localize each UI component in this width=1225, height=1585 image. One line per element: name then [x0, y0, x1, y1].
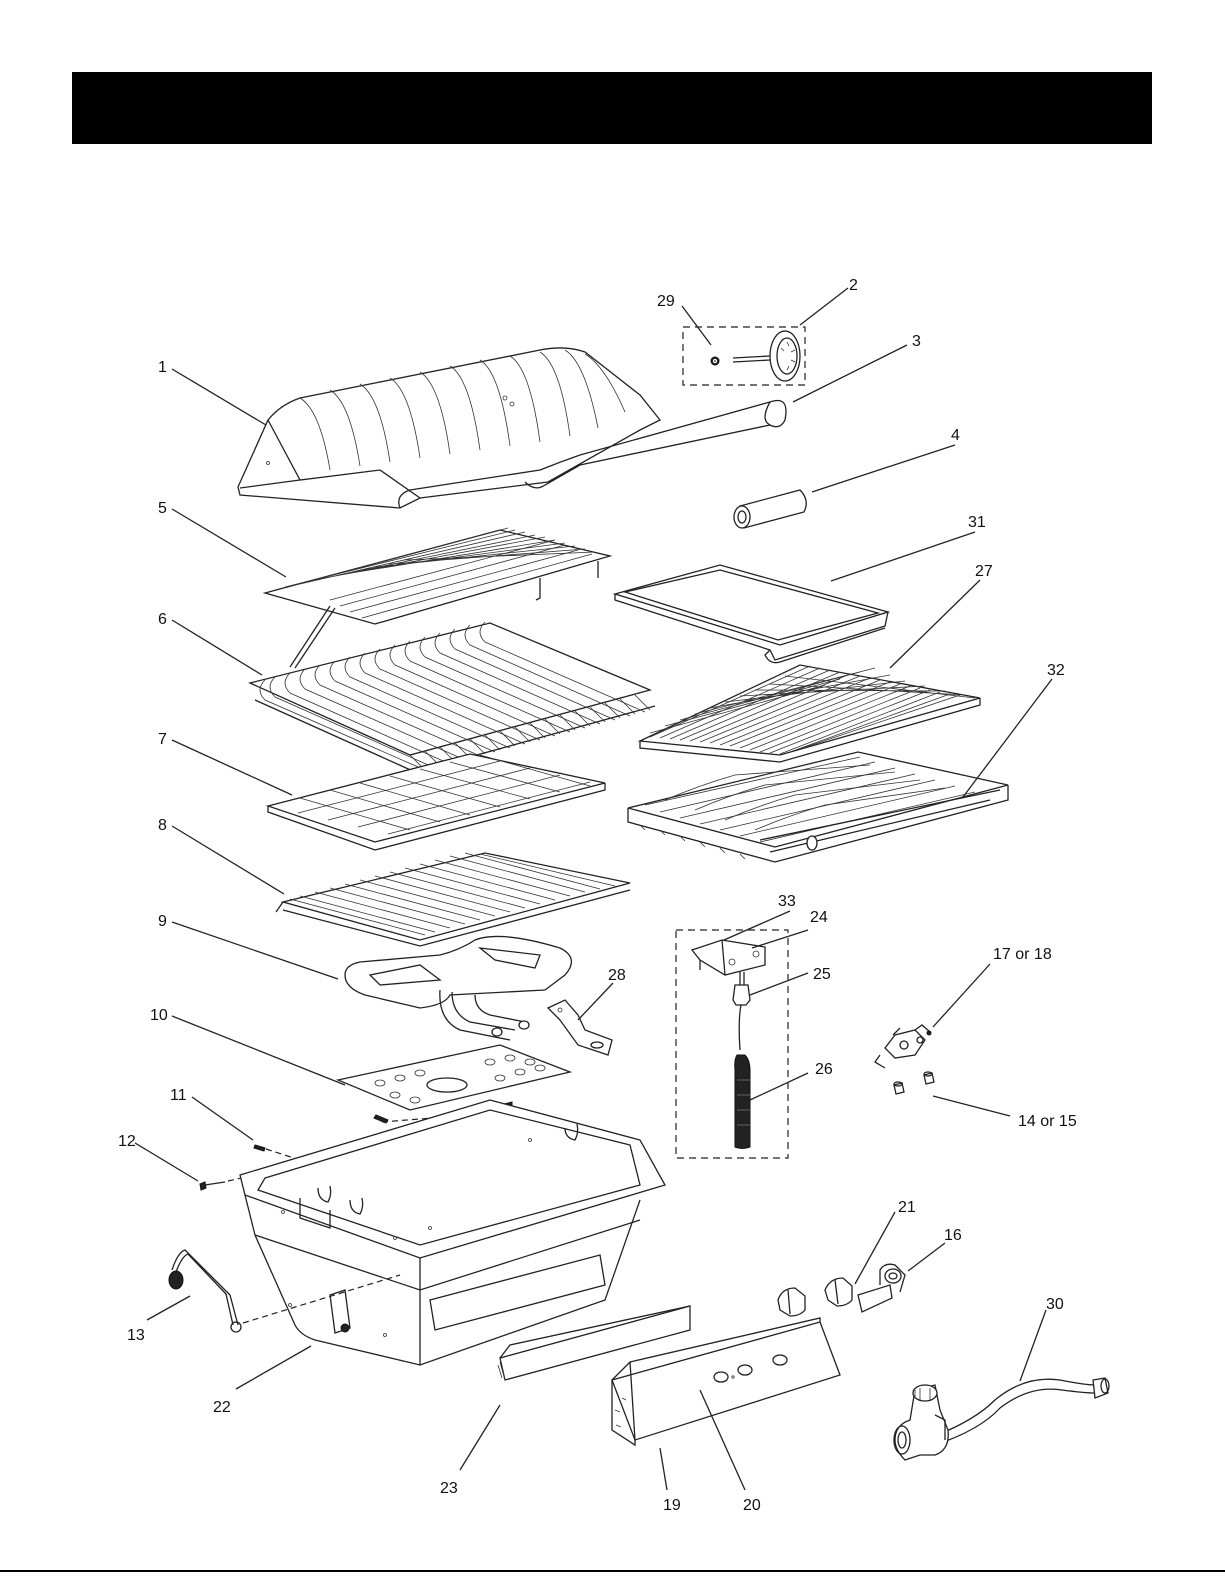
- label-23: 23: [440, 1480, 458, 1497]
- label-10: 10: [150, 1007, 168, 1024]
- label-25: 25: [813, 966, 831, 983]
- label-17-or-18: 17 or 18: [993, 946, 1052, 963]
- bottom-rule: [0, 1570, 1225, 1572]
- label-21: 21: [898, 1199, 916, 1216]
- part-21-control-knobs: [778, 1278, 852, 1316]
- part-16-valve: [858, 1264, 905, 1312]
- label-2: 2: [849, 277, 858, 294]
- label-6: 6: [158, 611, 167, 628]
- label-3: 3: [912, 333, 921, 350]
- label-22: 22: [213, 1399, 231, 1416]
- label-14-or-15: 14 or 15: [1018, 1113, 1077, 1130]
- part-2-29-thermometer-kit: [683, 327, 805, 385]
- label-27: 27: [975, 563, 993, 580]
- part-1-lid: [238, 348, 786, 508]
- label-28: 28: [608, 967, 626, 984]
- label-29: 29: [657, 293, 675, 310]
- label-1: 1: [158, 359, 167, 376]
- label-9: 9: [158, 913, 167, 930]
- part-9-burner: [345, 936, 571, 1040]
- label-33: 33: [778, 893, 796, 910]
- label-26: 26: [815, 1061, 833, 1078]
- part-14-15-orifices: [894, 1072, 934, 1094]
- label-19: 19: [663, 1497, 681, 1514]
- label-5: 5: [158, 500, 167, 517]
- part-8-rock-grate: [276, 853, 630, 946]
- label-11: 11: [170, 1087, 187, 1104]
- part-32-heat-plate-frame: [628, 752, 1008, 862]
- part-7-ceramic-grid: [268, 754, 605, 850]
- label-32: 32: [1047, 662, 1065, 679]
- part-28-bracket: [548, 1000, 612, 1055]
- part-31-griddle: [615, 565, 888, 663]
- part-27-cooking-grid: [640, 665, 980, 762]
- label-24: 24: [810, 909, 828, 926]
- part-30-regulator-hose: [894, 1378, 1109, 1460]
- label-20: 20: [743, 1497, 761, 1514]
- label-4: 4: [951, 427, 960, 444]
- label-13: 13: [127, 1327, 145, 1344]
- label-16: 16: [944, 1227, 962, 1244]
- part-13-lid-rod: [169, 1250, 400, 1332]
- label-31: 31: [968, 514, 986, 531]
- part-4-handle-tube: [734, 490, 806, 528]
- part-33-24-25-26-igniter-kit: [676, 930, 788, 1158]
- label-30: 30: [1046, 1296, 1064, 1313]
- label-7: 7: [158, 731, 167, 748]
- part-17-18-valve-assembly: [875, 1025, 931, 1068]
- label-12: 12: [118, 1133, 136, 1150]
- part-5-warming-rack: [265, 528, 610, 668]
- label-8: 8: [158, 817, 167, 834]
